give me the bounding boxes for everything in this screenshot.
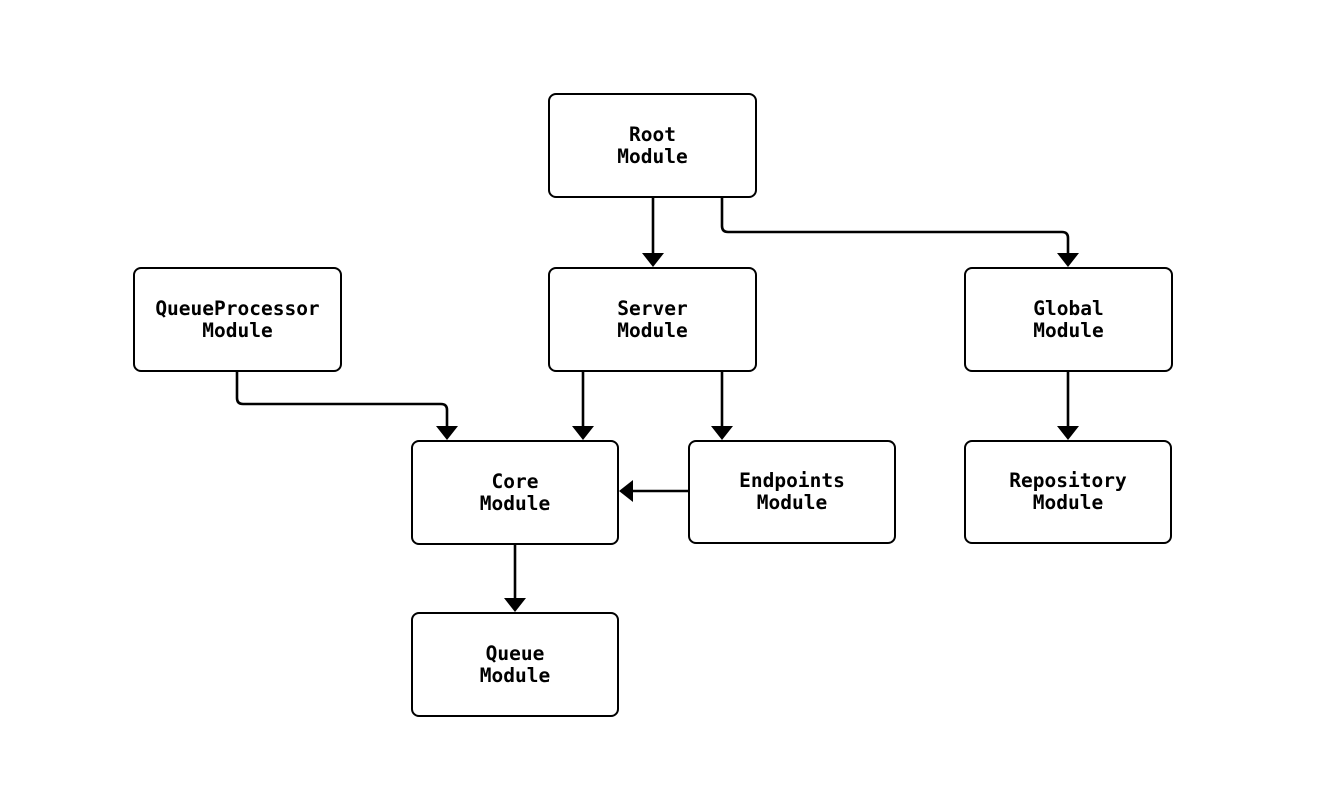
node-server-label-line: Server bbox=[617, 296, 688, 320]
node-server-label-line: Module bbox=[617, 318, 688, 342]
edge-queue-processor-to-core bbox=[235, 372, 449, 428]
node-core-label-line: Module bbox=[479, 491, 551, 515]
node-endpoints-label-line: Module bbox=[756, 491, 828, 514]
arrowhead-global-to-repository bbox=[1057, 426, 1079, 440]
arrowhead-queue-processor-to-core bbox=[436, 426, 458, 440]
node-global-label-line: Global bbox=[1033, 296, 1104, 320]
arrowhead-server-to-endpoints bbox=[711, 426, 733, 440]
node-queue-label-line: Module bbox=[479, 663, 551, 687]
node-queue-processor-label-line: Module bbox=[202, 318, 273, 342]
node-global-label-line: Module bbox=[1033, 318, 1104, 342]
node-repository-label-line: Repository bbox=[1009, 469, 1127, 492]
arrowhead-server-to-core bbox=[572, 426, 594, 440]
node-repository-label-line: Module bbox=[1032, 491, 1104, 514]
arrowhead-endpoints-to-core bbox=[619, 480, 633, 502]
node-queue-processor-label-line: QueueProcessor bbox=[155, 296, 320, 320]
node-queue-label-line: Queue bbox=[485, 641, 545, 665]
node-core-label-line: Core bbox=[491, 469, 539, 493]
node-root-label-line: Module bbox=[617, 144, 688, 168]
arrowhead-root-to-global bbox=[1057, 253, 1079, 267]
node-endpoints-label-line: Endpoints bbox=[739, 469, 845, 492]
node-root-label-line: Root bbox=[629, 122, 676, 146]
arrowhead-root-to-server bbox=[642, 253, 664, 267]
arrowhead-core-to-queue bbox=[504, 598, 526, 612]
edge-root-to-global bbox=[720, 198, 1070, 255]
